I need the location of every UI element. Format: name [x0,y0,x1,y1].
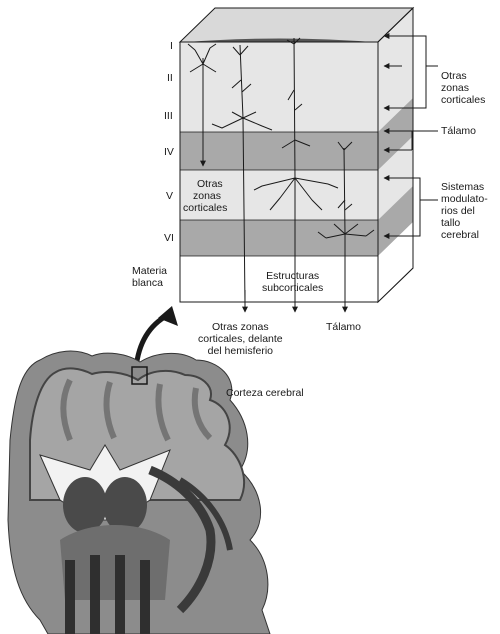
layer-IV-label: IV [164,146,174,158]
layer-I-band [180,42,378,52]
layer-III-label: III [164,110,173,122]
layer-IV-band [180,132,378,170]
layer-I-label: I [170,40,173,52]
talamo-right-label: Tálamo [441,125,477,137]
materia-blanca-label: Materia blanca [132,265,168,289]
estructuras-subcorticales-label: Estructuras subcorticales [262,270,324,294]
layer-V-label: V [166,190,174,202]
bracket-sistemas [402,177,421,237]
neurons [187,37,375,306]
layer-II-band [180,52,378,98]
talamo-bottom-label: Tálamo [326,321,362,333]
layer-VI-band [180,220,378,256]
sample-box [131,366,148,385]
corteza-cerebral-label: Corteza cerebral [226,387,304,399]
otras-zonas-inner-label: Otras zonas corticales [183,178,228,214]
otras-zonas-right-label: Otras zonas corticales [441,70,486,106]
layer-II-label: II [167,72,173,84]
layer-VI-label: VI [164,232,174,244]
sistemas-label: Sistemas modulato- rios del tallo cerebr… [441,181,488,241]
otras-zonas-delante-label: Otras zonas corticales, delante del hemi… [198,321,283,357]
brain-section [7,350,271,634]
block-top-face [178,7,415,43]
bracket-otras [402,35,427,109]
layer-III-band [180,98,378,132]
